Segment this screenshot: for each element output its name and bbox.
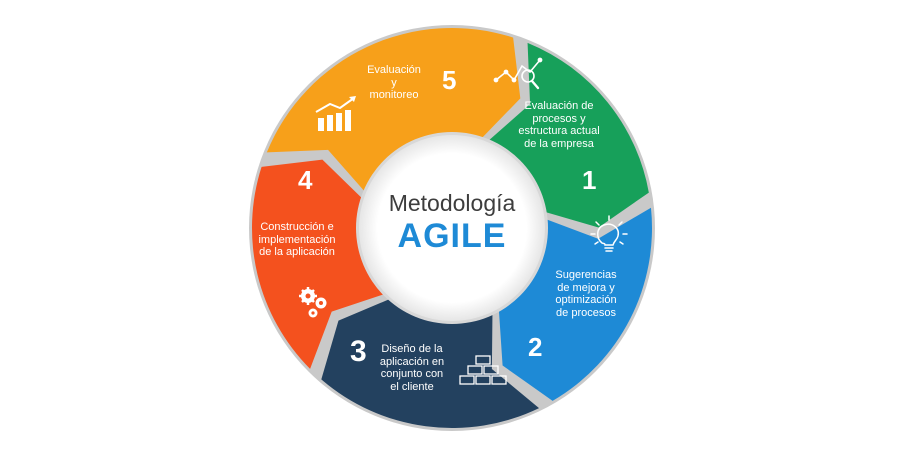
center-subtitle: AGILE: [397, 217, 507, 255]
center-title: Metodología: [388, 190, 516, 216]
step-4-segment: [252, 159, 387, 369]
step-1-number: 1: [582, 165, 597, 195]
step-3-label: Diseño de la aplicación en conjunto con …: [379, 343, 445, 393]
center-circle: [359, 135, 545, 321]
step-2-number: 2: [528, 332, 543, 362]
step-2-segment: [498, 207, 652, 401]
growth-chart-icon: [315, 96, 356, 131]
step-4-number: 4: [298, 165, 313, 195]
analytics-magnifier-icon: [493, 57, 543, 90]
bricks-icon: [459, 355, 507, 385]
lightbulb-icon: [590, 215, 628, 252]
step-4-label: Construcción e implementación de la apli…: [258, 221, 336, 258]
step-1-label: Evaluación de procesos y estructura actu…: [518, 100, 600, 150]
step-5-number: 5: [442, 65, 457, 95]
step-3-number: 3: [350, 335, 367, 368]
step-2-label: Sugerencias de mejora y optimización de …: [555, 269, 617, 319]
step-5-segment: [266, 28, 521, 193]
gears-icon: [299, 287, 327, 318]
step-3-segment: [321, 298, 540, 428]
step-5-label: Evaluación y monitoreo: [367, 64, 421, 101]
step-1-segment: [487, 42, 649, 228]
